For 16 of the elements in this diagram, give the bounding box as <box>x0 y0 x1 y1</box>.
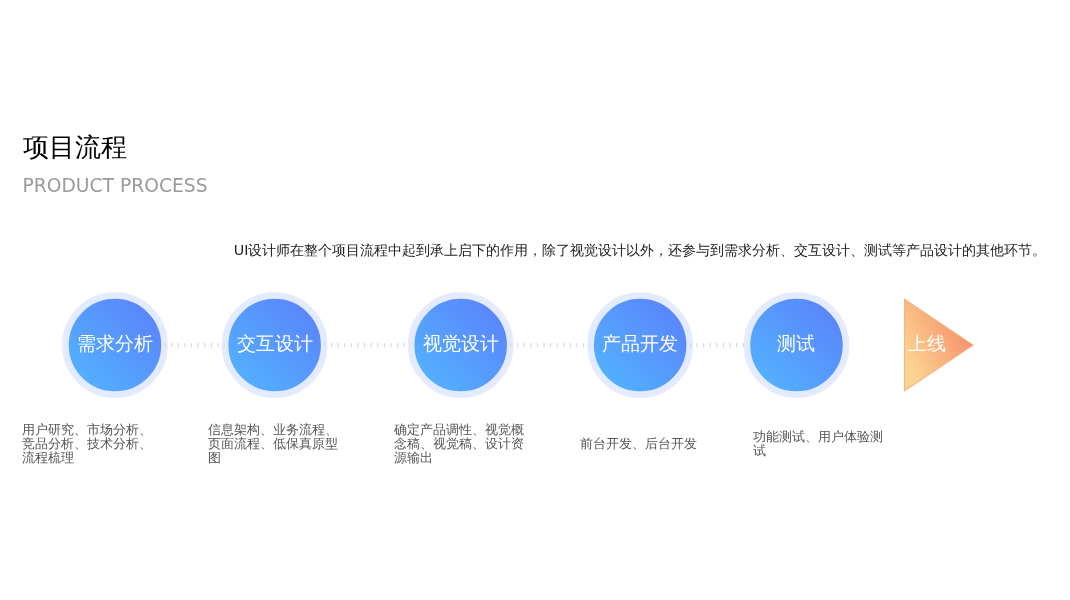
node-circle: 产品开发 <box>587 291 693 398</box>
node-circle: 需求分析 <box>62 291 168 398</box>
node-label: 确定产品调性、视觉概念稿、视觉稿、设计资源输出 <box>394 421 525 465</box>
connector <box>689 342 747 347</box>
node-label: 用户研究、市场分析、竞品分析、技术分析、流程梳理 <box>21 421 152 465</box>
node-circle: 交互设计 <box>221 291 328 398</box>
node-label: 前台开发、后台开发 <box>580 435 698 451</box>
connector <box>164 342 225 347</box>
label: PRODUCT PROCESS <box>22 174 208 196</box>
node-circle: 测试 <box>743 291 850 398</box>
node-label: 功能测试、用户体验测试 <box>752 428 883 458</box>
node-label: 信息架构、业务流程、页面流程、低保真原型图 <box>208 421 339 465</box>
connector <box>324 342 411 347</box>
label: UI设计师在整个项目流程中起到承上启下的作用，除了视觉设计以外，还参与到需求分析、交互设计、测试等产品设计的其他环节。 <box>233 241 1047 258</box>
diagram-title: 项目流程 <box>23 130 128 162</box>
node-circle: 视觉设计 <box>407 291 514 398</box>
